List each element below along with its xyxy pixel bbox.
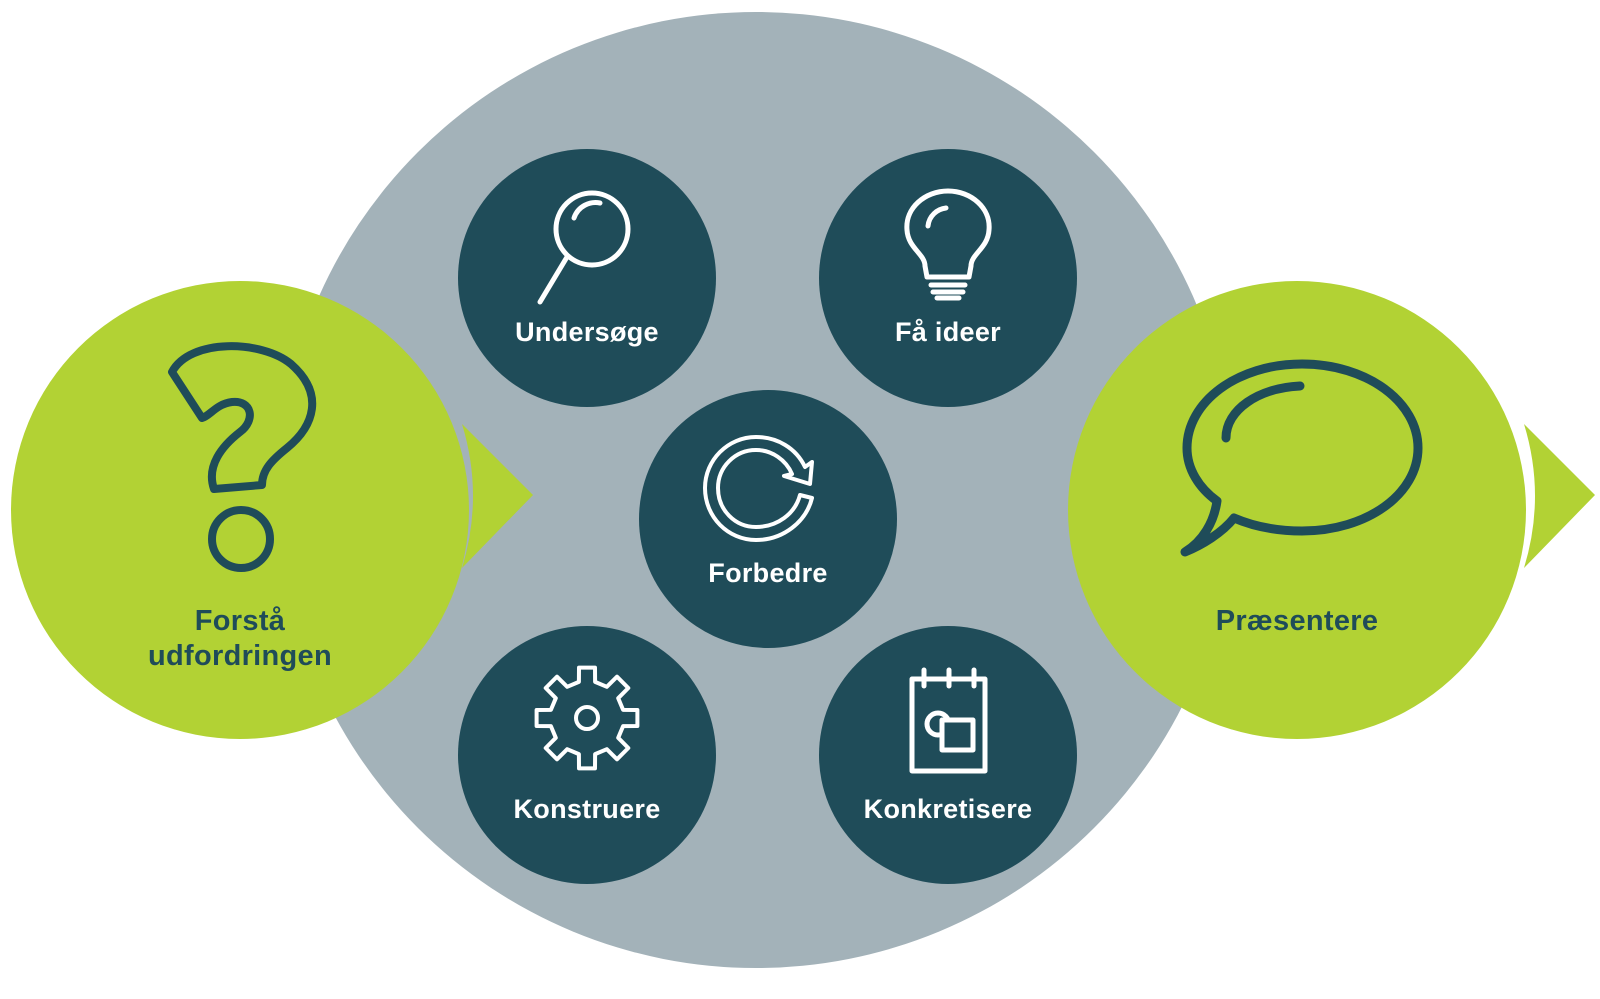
- right-arrow: [1524, 424, 1595, 568]
- speech-bubble-icon: [1180, 359, 1423, 557]
- lightbulb-icon: [904, 188, 992, 301]
- phase-label-present: Præsentere: [1215, 605, 1379, 637]
- step-label-concretize: Konkretisere: [863, 794, 1033, 824]
- step-circle-investigate: [458, 149, 716, 407]
- step-label-improve: Forbedre: [708, 558, 828, 588]
- step-circle-construct: [458, 626, 716, 884]
- step-circle-improve: [639, 390, 897, 648]
- refresh-icon: [703, 435, 814, 542]
- gear-icon: [534, 665, 640, 771]
- notepad-icon: [909, 667, 988, 774]
- left-arrow: [462, 424, 533, 568]
- step-label-construct: Konstruere: [513, 794, 661, 824]
- phase-circle-present: [1068, 281, 1526, 739]
- magnifier-icon: [537, 190, 631, 305]
- step-label-investigate: Undersøge: [515, 317, 659, 347]
- question-mark-icon: [168, 342, 317, 572]
- step-label-ideas: Få ideer: [895, 317, 1001, 347]
- step-circle-concretize: [819, 626, 1077, 884]
- phase-label-understand: Forstå udfordringen: [147, 605, 332, 673]
